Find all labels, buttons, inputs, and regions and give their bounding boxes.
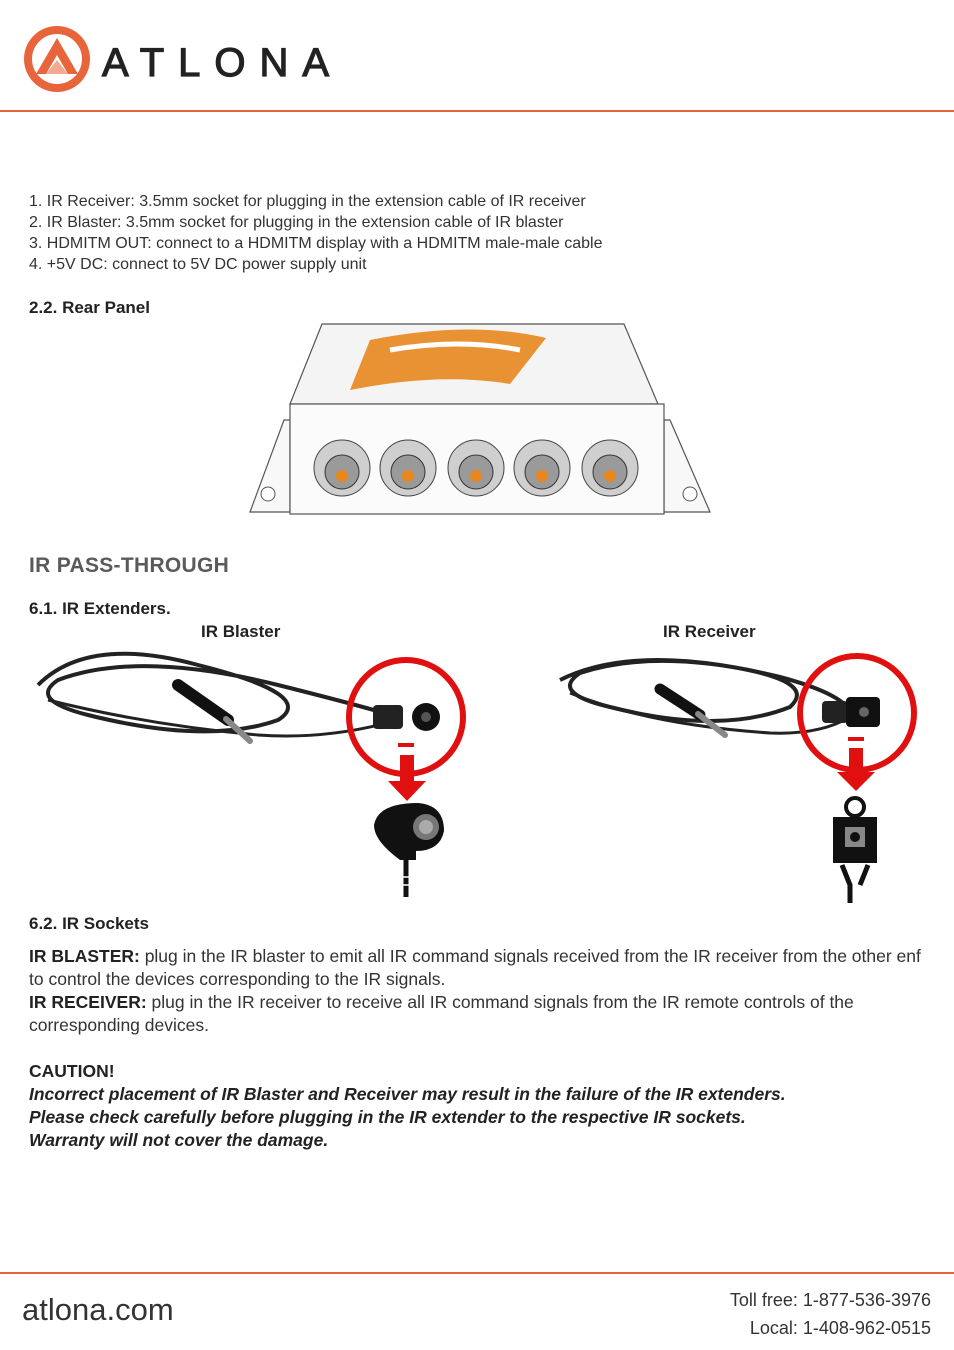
atlona-logo-mark-icon <box>24 26 90 92</box>
bnc-connector-icon <box>513 439 571 497</box>
caution-line: Incorrect placement of IR Blaster and Re… <box>29 1084 786 1104</box>
toll-free-number: Toll free: 1-877-536-3976 <box>729 1290 931 1310</box>
footer-divider <box>0 1272 954 1274</box>
atlona-logo: ATLONA <box>22 24 442 94</box>
footer-contact: Toll free: 1-877-536-3976 Local: 1-408-9… <box>730 1286 931 1342</box>
footer-website: atlona.com <box>22 1292 174 1327</box>
caution-line: Warranty will not cover the damage. <box>29 1130 329 1150</box>
caution-line: Please check carefully before plugging i… <box>29 1107 746 1127</box>
svg-text:ATLONA: ATLONA <box>102 41 343 85</box>
feature-item: 4. +5V DC: connect to 5V DC power supply… <box>29 256 367 273</box>
feature-item: 3. HDMITM OUT: connect to a HDMITM displ… <box>29 235 603 252</box>
ir-pass-through-heading: IR PASS-THROUGH <box>29 554 230 577</box>
bnc-connector-icon <box>313 439 371 497</box>
local-number: Local: 1-408-962-0515 <box>749 1318 931 1338</box>
bnc-connector-icon <box>447 439 505 497</box>
ir-blaster-description: IR BLASTER: plug in the IR blaster to em… <box>29 945 934 991</box>
caution-title: CAUTION! <box>29 1061 115 1081</box>
ir-sockets-heading: 6.2. IR Sockets <box>29 914 150 933</box>
ir-blaster-cable-illustration <box>36 651 466 897</box>
bnc-connector-icon <box>581 439 639 497</box>
connector-feature-list: 1. IR Receiver: 3.5mm socket for pluggin… <box>29 191 602 275</box>
rear-panel-device-illustration <box>249 323 711 515</box>
ir-blaster-term: IR BLASTER: <box>29 946 140 966</box>
ir-receiver-text: plug in the IR receiver to receive all I… <box>29 992 854 1035</box>
ir-receiver-cable-illustration <box>559 653 917 903</box>
ir-blaster-figure-label: IR Blaster <box>201 622 281 641</box>
bnc-connector-icon <box>379 439 437 497</box>
caution-block: CAUTION! Incorrect placement of IR Blast… <box>29 1060 934 1152</box>
ir-sockets-description: IR BLASTER: plug in the IR blaster to em… <box>29 945 934 1037</box>
ir-extenders-heading: 6.1. IR Extenders. <box>29 599 171 618</box>
ir-blaster-text: plug in the IR blaster to emit all IR co… <box>29 946 921 989</box>
ir-receiver-term: IR RECEIVER: <box>29 992 147 1012</box>
atlona-wordmark: ATLONA <box>101 40 343 85</box>
rear-panel-heading: 2.2. Rear Panel <box>29 298 150 317</box>
feature-item: 2. IR Blaster: 3.5mm socket for plugging… <box>29 214 564 231</box>
feature-item: 1. IR Receiver: 3.5mm socket for pluggin… <box>29 193 586 210</box>
header-divider <box>0 110 954 112</box>
page-header: ATLONA <box>0 0 954 112</box>
ir-receiver-description: IR RECEIVER: plug in the IR receiver to … <box>29 991 934 1037</box>
ir-receiver-figure-label: IR Receiver <box>663 622 756 641</box>
